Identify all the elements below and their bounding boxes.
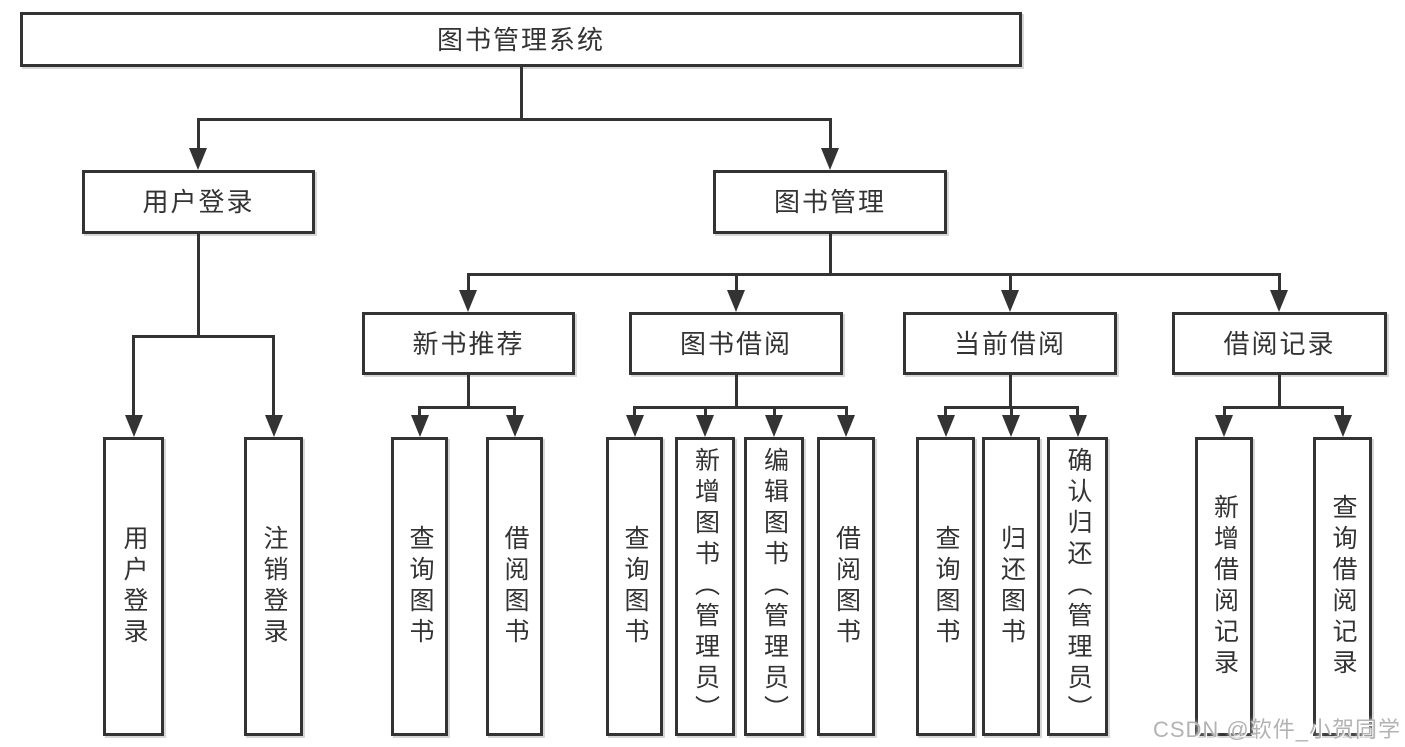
leaf-add-borrow-record-label: 新增借阅记录 [1210,493,1239,680]
connector-vline [828,118,832,150]
arrow-down-icon [410,415,429,437]
arrow-down-icon [1001,290,1019,312]
connector-hline [132,335,275,338]
connector-vline [196,233,200,338]
arrow-down-icon [765,415,783,437]
leaf-return-book-label: 归还图书 [997,524,1026,649]
leaf-query-books-recommend: 查询图书 [391,437,448,736]
leaf-add-borrow-record: 新增借阅记录 [1195,437,1253,736]
connector-vline [466,273,470,293]
connector-vline [466,374,470,409]
connector-vline [196,118,200,150]
leaf-logout-label: 注销登录 [260,524,288,649]
connector-hline [418,406,516,409]
connector-vline [1277,273,1281,293]
connector-vline [272,335,275,417]
node-current-borrow-label: 当前借阅 [953,328,1066,359]
arrow-down-icon [1333,415,1352,437]
connector-vline [132,335,135,417]
leaf-query-borrow-record: 查询借阅记录 [1313,437,1372,736]
node-book-management: 图书管理 [713,170,947,234]
node-book-borrow-label: 图书借阅 [679,328,792,359]
watermark: CSDN @软件_小贺同学 [1152,717,1401,742]
leaf-edit-book-admin: 编辑图书（管理员） [744,437,804,736]
arrow-down-icon [459,290,477,312]
connector-vline [418,406,421,418]
leaf-add-book-admin: 新增图书（管理员） [675,437,735,736]
node-book-borrow: 图书借阅 [629,312,843,375]
leaf-borrow-books-label: 借阅图书 [832,524,861,649]
arrow-down-icon [821,148,839,170]
leaf-return-book: 归还图书 [982,437,1040,736]
node-borrow-records: 借阅记录 [1172,312,1387,375]
leaf-borrow-books: 借阅图书 [817,437,875,736]
arrow-down-icon [1068,415,1087,437]
connector-hline [466,273,1281,276]
node-new-book-recommend-label: 新书推荐 [412,328,525,359]
node-new-book-recommend: 新书推荐 [362,312,575,375]
connector-vline [519,66,523,121]
node-book-management-label: 图书管理 [773,187,886,217]
node-borrow-records-label: 借阅记录 [1223,328,1336,359]
connector-vline [633,406,636,418]
leaf-query-books-current-label: 查询图书 [932,524,960,649]
arrow-down-icon [1270,290,1288,312]
arrow-down-icon [727,290,745,312]
connector-hline [196,118,832,121]
leaf-confirm-return-admin-label: 确认归还（管理员） [1064,447,1092,726]
leaf-query-books-recommend-label: 查询图书 [406,524,434,649]
node-root: 图书管理系统 [20,12,1022,67]
arrow-down-icon [505,415,524,437]
node-user-login: 用户登录 [82,170,315,234]
arrow-down-icon [1002,415,1020,437]
connector-vline [944,406,947,418]
connector-vline [1277,374,1281,409]
node-root-label: 图书管理系统 [436,24,605,55]
connector-vline [734,374,738,409]
leaf-confirm-return-admin: 确认归还（管理员） [1047,437,1108,736]
arrow-down-icon [264,415,283,437]
connector-vline [1076,406,1079,418]
connector-vline [1222,406,1226,418]
connector-hline [1222,406,1344,409]
connector-vline [1009,406,1013,418]
leaf-query-borrow-record-label: 查询借阅记录 [1329,493,1357,680]
connector-hline [633,406,847,409]
arrow-down-icon [189,148,207,170]
leaf-borrow-books-recommend: 借阅图书 [486,437,543,736]
node-current-borrow: 当前借阅 [903,312,1117,375]
connector-vline [1341,406,1344,418]
leaf-user-login-label: 用户登录 [120,524,148,649]
connector-vline [844,406,848,418]
arrow-down-icon [625,415,644,437]
leaf-query-books-current: 查询图书 [916,437,975,736]
connector-vline [703,406,707,418]
arrow-down-icon [696,415,714,437]
leaf-query-books-borrow-label: 查询图书 [621,524,649,649]
arrow-down-icon [1215,415,1233,437]
node-user-login-label: 用户登录 [142,187,255,217]
leaf-add-book-admin-label: 新增图书（管理员） [691,447,720,726]
arrow-down-icon [936,415,955,437]
connector-vline [772,406,776,418]
leaf-logout: 注销登录 [244,437,303,736]
leaf-borrow-books-recommend-label: 借阅图书 [501,524,529,649]
connector-vline [1008,273,1012,293]
leaf-query-books-borrow: 查询图书 [606,437,663,736]
connector-vline [1008,374,1012,409]
connector-vline [828,233,832,276]
connector-vline [513,406,516,418]
arrow-down-icon [124,415,143,437]
leaf-user-login: 用户登录 [103,437,164,736]
connector-vline [734,273,738,293]
leaf-edit-book-admin-label: 编辑图书（管理员） [760,447,789,726]
arrow-down-icon [837,415,855,437]
